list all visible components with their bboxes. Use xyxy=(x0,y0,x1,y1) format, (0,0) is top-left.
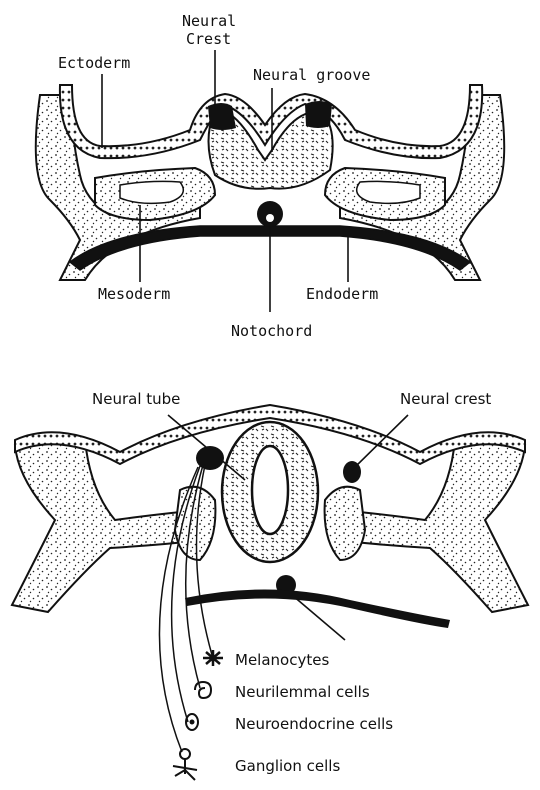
label-ganglion-cells: Ganglion cells xyxy=(235,757,340,775)
label-neural-crest-line1: Neural xyxy=(182,12,236,30)
neural-crest-left xyxy=(208,103,236,130)
ectoderm-layer xyxy=(60,85,482,158)
label-endoderm: Endoderm xyxy=(306,285,378,303)
neurula-section-top: Neural Crest Ectoderm Neural groove Meso… xyxy=(36,12,504,340)
label-melanocytes: Melanocytes xyxy=(235,651,329,669)
neural-crest-right xyxy=(305,101,332,128)
melanocyte-icon xyxy=(203,650,223,666)
ganglion-cell-icon xyxy=(173,749,197,780)
label-neurilemmal-cells: Neurilemmal cells xyxy=(235,683,370,701)
right-somite-lower xyxy=(325,487,365,560)
neural-tube-section-bottom: Neural tube Neural crest Melanocytes Neu… xyxy=(12,390,528,780)
label-notochord: Notochord xyxy=(231,322,312,340)
label-neural-crest-line2: Crest xyxy=(186,30,231,48)
label-neuroendocrine-cells: Neuroendocrine cells xyxy=(235,715,393,733)
label-ectoderm: Ectoderm xyxy=(58,54,130,72)
neural-canal xyxy=(252,446,288,534)
label-neural-tube: Neural tube xyxy=(92,390,180,408)
neurilemmal-cell-icon xyxy=(195,682,211,698)
gut-endoderm xyxy=(185,589,450,628)
label-neural-groove: Neural groove xyxy=(253,66,370,84)
label-mesoderm: Mesoderm xyxy=(98,285,170,303)
label-neural-crest: Neural crest xyxy=(400,390,491,408)
